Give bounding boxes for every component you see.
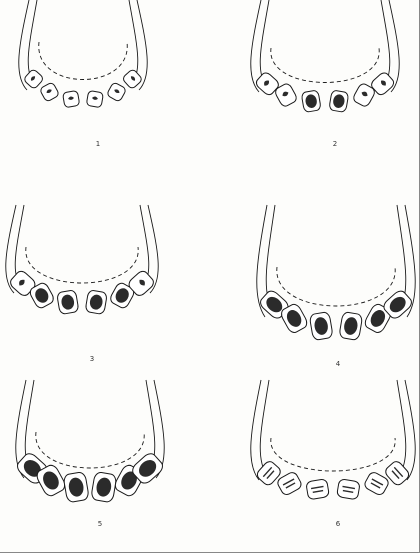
panel-5: 5 — [10, 380, 190, 540]
incisor-tooth — [39, 82, 59, 102]
incisor-tooth — [329, 90, 349, 113]
incisor-tooth — [23, 68, 44, 89]
incisor-tooth — [306, 479, 330, 500]
panel-2: 2 — [245, 0, 420, 160]
jaw-drawing-2 — [245, 0, 420, 150]
incisor-tooth — [57, 290, 79, 315]
panel-label-4: 4 — [248, 360, 420, 368]
panel-6: 6 — [248, 380, 420, 540]
panel-label-2: 2 — [245, 140, 420, 148]
incisor-tooth — [85, 290, 107, 315]
palate-outline — [277, 267, 395, 306]
incisor-tooth — [122, 68, 143, 89]
jaw-drawing-5 — [10, 380, 190, 530]
incisor-tooth — [91, 472, 117, 503]
incisor-tooth — [309, 312, 333, 341]
panel-label-1: 1 — [8, 140, 188, 148]
lip-right — [405, 380, 415, 480]
panel-3: 3 — [2, 205, 182, 365]
panel-label-3: 3 — [2, 355, 182, 363]
incisor-tooth — [301, 90, 321, 113]
incisor-tooth — [337, 479, 361, 500]
jaw-drawing-3 — [2, 205, 182, 355]
jaw-drawing-1 — [8, 0, 188, 150]
panel-1: 1 — [8, 0, 188, 160]
panel-label-5: 5 — [10, 520, 190, 528]
palate-outline — [36, 432, 144, 468]
palate-outline — [39, 42, 128, 80]
incisor-tooth — [106, 82, 126, 102]
incisor-tooth — [339, 312, 363, 341]
panel-label-6: 6 — [248, 520, 420, 528]
lip-left — [251, 380, 261, 480]
palate-outline — [26, 247, 138, 283]
palate-outline — [271, 438, 395, 471]
palate-outline — [271, 48, 379, 83]
jaw-drawing-4 — [248, 205, 420, 355]
incisor-tooth — [63, 90, 80, 107]
tooth-crown — [337, 479, 361, 500]
tooth-crown — [306, 479, 330, 500]
jaw-drawing-6 — [248, 380, 420, 530]
panel-4: 4 — [248, 205, 420, 365]
incisor-tooth — [86, 90, 103, 107]
incisor-tooth — [63, 472, 89, 503]
